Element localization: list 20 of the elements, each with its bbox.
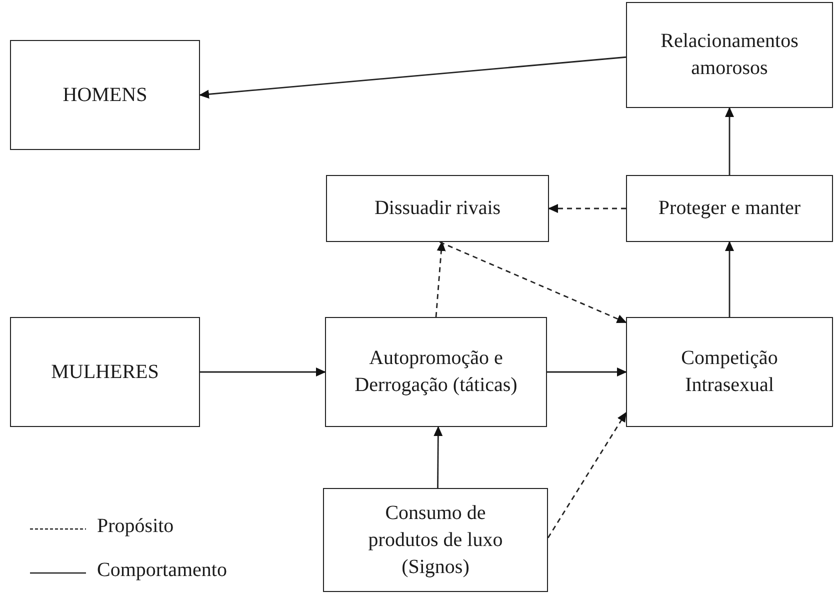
process-box: Competição Intrasexual	[626, 317, 833, 427]
arrow	[434, 426, 443, 488]
arrow	[725, 241, 734, 317]
arrow	[547, 412, 627, 538]
legend-label: Propósito	[97, 515, 174, 538]
process-box: Consumo de produtos de luxo (Signos)	[323, 488, 548, 592]
process-box: Autopromoção e Derrogação (táticas)	[325, 317, 547, 427]
arrow	[725, 107, 734, 175]
arrow	[199, 56, 626, 99]
legend-label: Comportamento	[97, 559, 227, 582]
process-box: HOMENS	[10, 40, 200, 150]
process-box: MULHERES	[10, 317, 200, 427]
process-box: Relacionamentos amorosos	[626, 2, 833, 108]
arrow	[200, 368, 326, 376]
process-box: Proteger e manter	[626, 175, 833, 242]
arrow	[435, 241, 446, 318]
arrow	[439, 241, 627, 324]
process-box: Dissuadir rivais	[326, 175, 549, 242]
arrow	[548, 204, 626, 213]
arrow	[547, 368, 627, 376]
